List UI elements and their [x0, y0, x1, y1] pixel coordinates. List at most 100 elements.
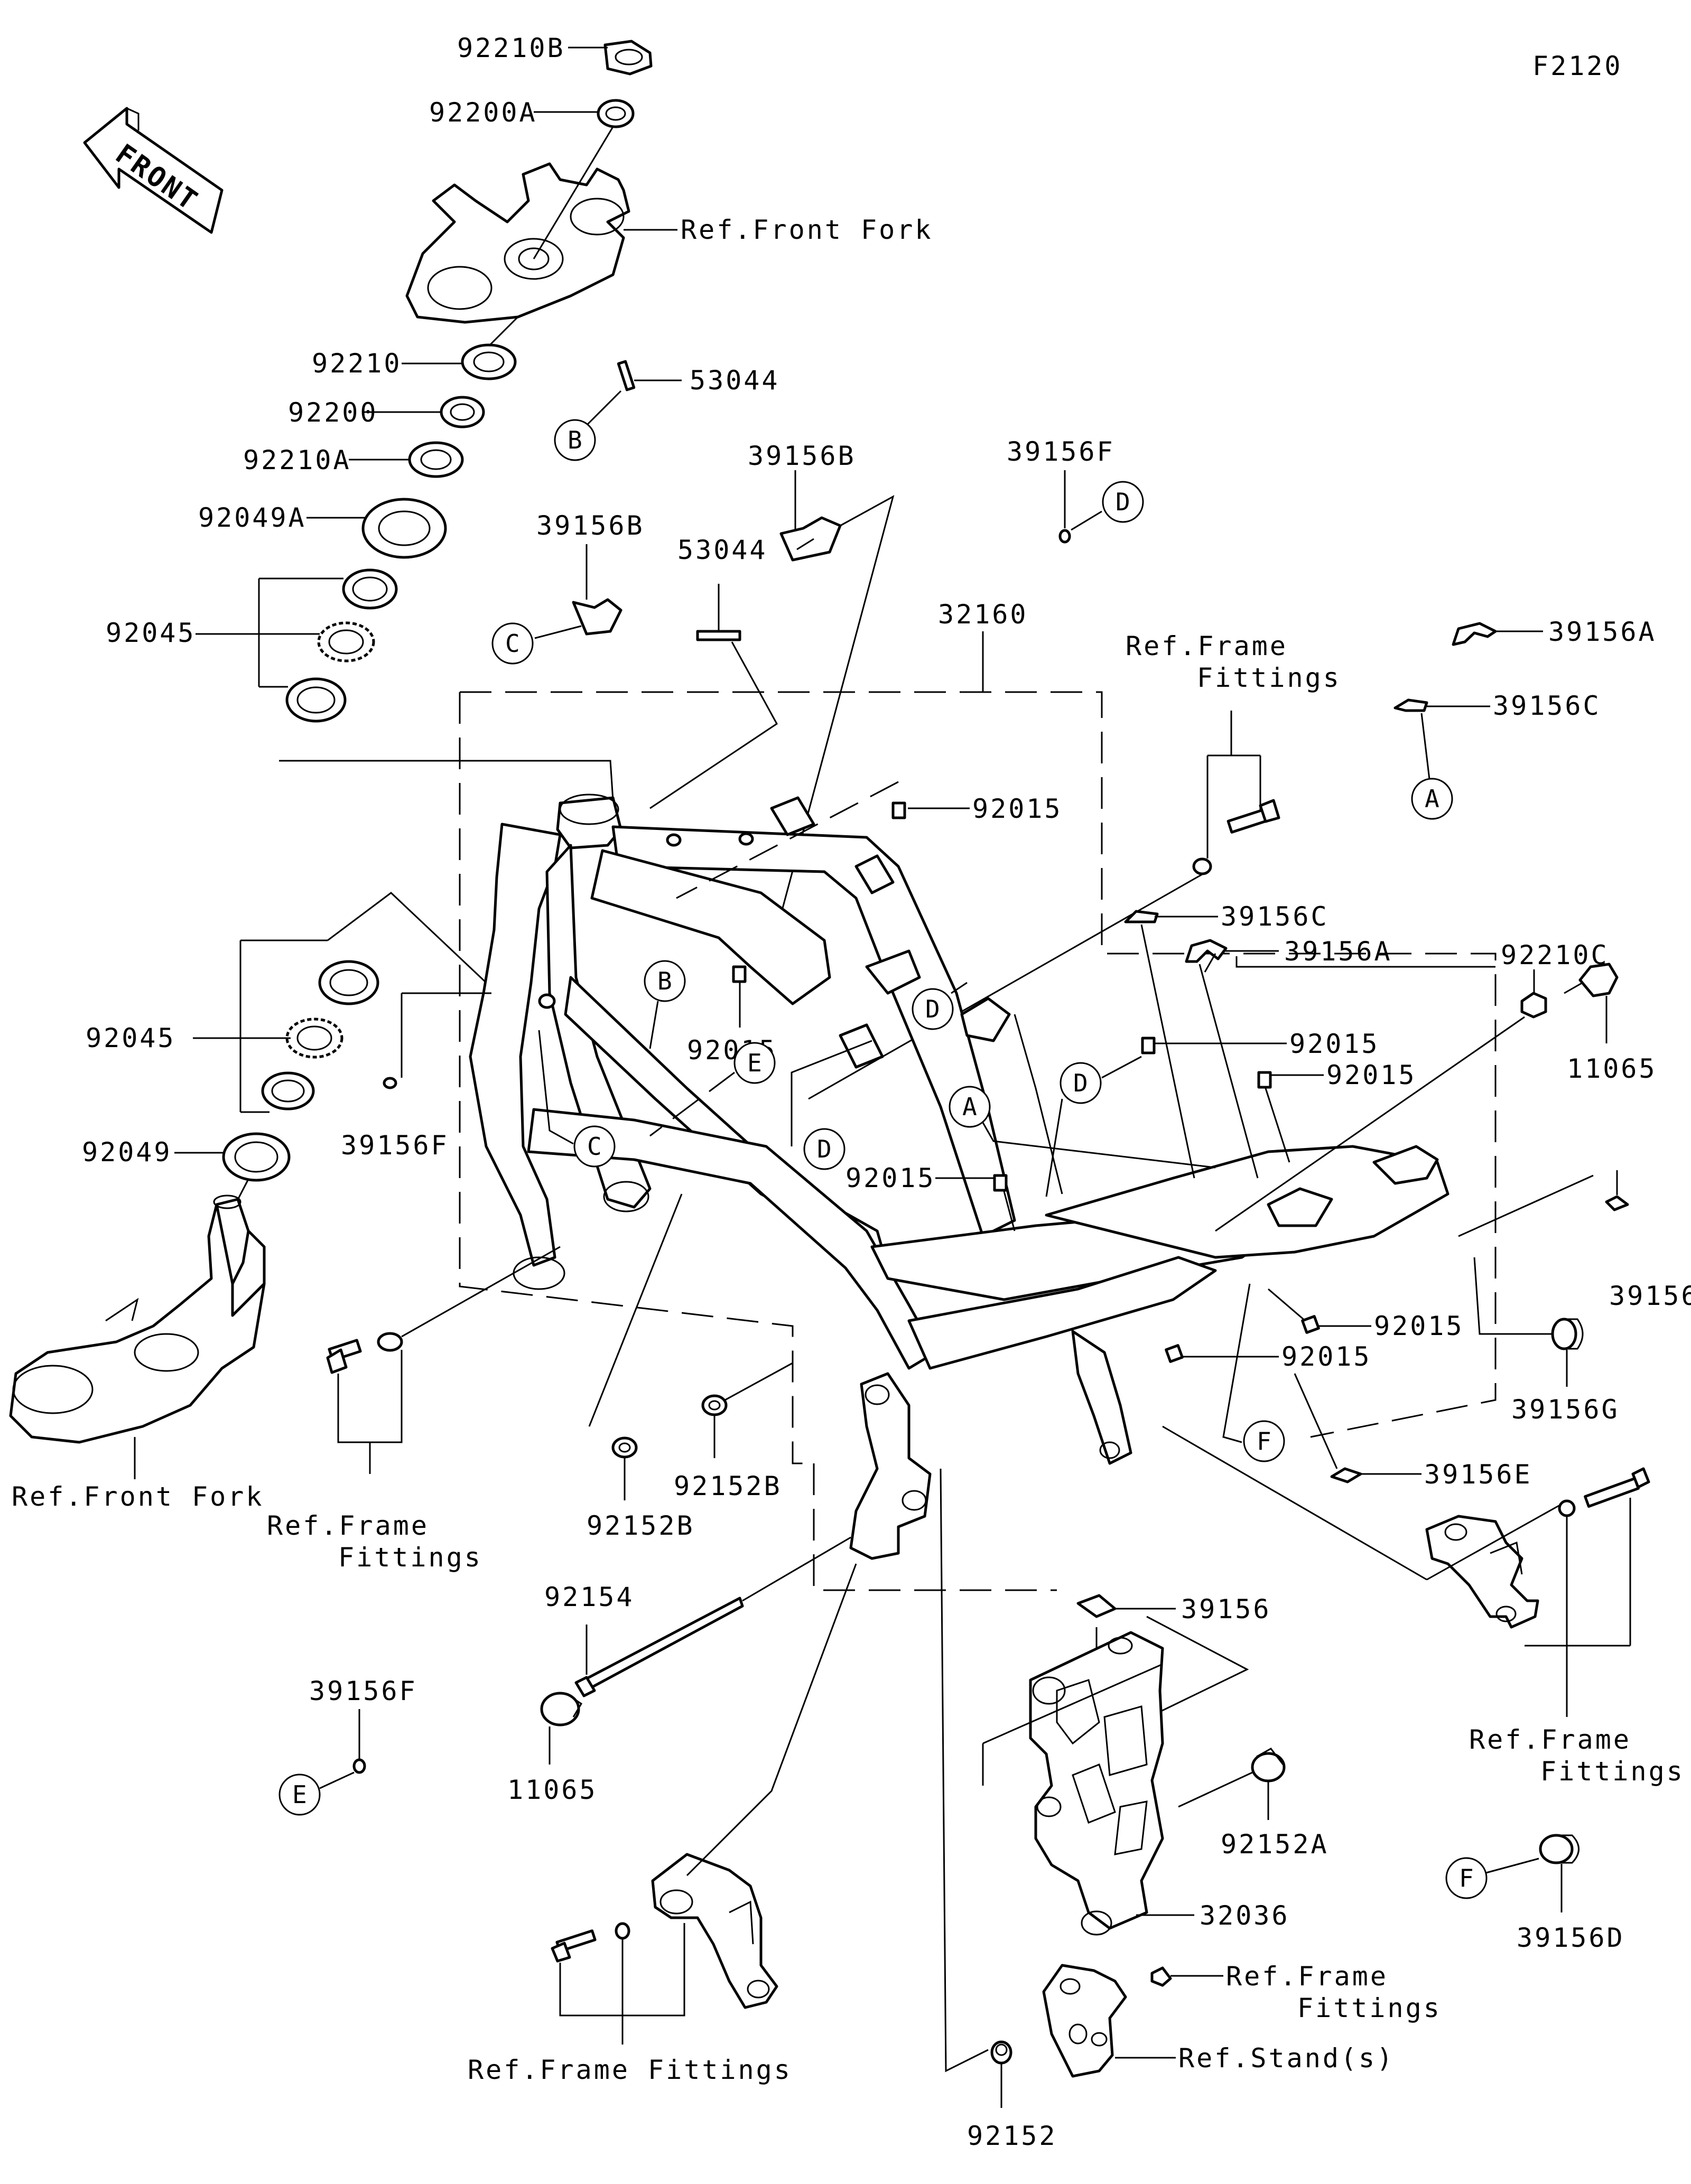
steering-lower-bearings — [193, 892, 487, 1113]
label-92210b: 92210B — [457, 33, 565, 63]
label-ref-frame-fittings-5: Ref.Frame Fittings — [468, 2055, 792, 2085]
seal-92049 — [222, 1132, 291, 1182]
washer-92200 — [440, 396, 485, 428]
bolt-92015-g — [1165, 1344, 1279, 1363]
cap-11065-bottom — [540, 1692, 583, 1765]
pad-39156e-right — [1458, 1170, 1629, 1237]
bushing-39156d — [1485, 1834, 1579, 1912]
callout-d-mid-2: D — [791, 1040, 872, 1170]
bolt-92015-a — [676, 781, 970, 899]
callout-a-mid: A — [949, 1086, 1216, 1169]
label-39156a-mid: 39156A — [1284, 936, 1392, 967]
callout-b-top: B — [554, 419, 596, 461]
label-ref-front-fork-bottom: Ref.Front Fork — [12, 1481, 264, 1512]
callout-c-mid: C — [538, 1030, 616, 1168]
label-92152a: 92152A — [1221, 1829, 1329, 1860]
label-11065-bottom: 11065 — [507, 1775, 598, 1805]
label-ref-stands: Ref.Stand(s) — [1178, 2043, 1395, 2074]
label-39156c-mid: 39156C — [1221, 901, 1329, 932]
bolt-92015-d — [1257, 1071, 1324, 1163]
label-39156a-right: 39156A — [1548, 617, 1657, 647]
svg-text:D: D — [925, 995, 940, 1023]
svg-text:C: C — [505, 629, 520, 658]
label-92015-c: 92015 — [1289, 1029, 1380, 1059]
label-92015-g: 92015 — [1281, 1341, 1372, 1372]
ref-frame-fittings-bottom-left-group — [551, 1563, 857, 2045]
label-ref-frame-fittings-2a: Ref.Frame — [267, 1510, 429, 1541]
steering-leaders — [196, 46, 677, 841]
stand-bracket-group — [940, 1468, 1223, 2108]
svg-text:D: D — [817, 1135, 832, 1163]
collar-92152a — [1178, 1748, 1286, 1820]
svg-text:D: D — [1116, 488, 1130, 516]
label-92154: 92154 — [544, 1582, 635, 1612]
bolt-92015-c — [1141, 1037, 1287, 1054]
pad-39156c-mid — [1124, 910, 1218, 1179]
bolt-92015-e — [935, 1174, 1016, 1231]
label-39156b-top: 39156B — [748, 441, 856, 471]
label-92200a: 92200A — [429, 97, 537, 128]
label-32160: 32160 — [938, 599, 1028, 630]
main-frame-32160 — [469, 794, 1450, 1560]
label-39156f-top: 39156F — [1007, 436, 1115, 467]
label-92015-e: 92015 — [846, 1163, 936, 1193]
label-92015-d: 92015 — [1326, 1060, 1417, 1090]
pin-53044-mid — [649, 584, 778, 809]
callout-f-mid: F — [1222, 1283, 1285, 1462]
bearing-race-92045-upper-2 — [285, 677, 347, 723]
clip-39156b-left — [534, 544, 622, 639]
steering-stem-parts — [285, 40, 653, 723]
svg-text:A: A — [962, 1093, 977, 1121]
clip-39156b-top — [776, 470, 895, 930]
bolt-92015-b — [732, 965, 747, 1028]
clip-39156a-right — [1452, 622, 1543, 646]
bearing-92045-upper — [317, 621, 375, 662]
bearing-92045-lower — [285, 1018, 343, 1059]
svg-text:C: C — [587, 1132, 602, 1161]
label-92152b-a: 92152B — [587, 1510, 695, 1541]
collar-92152b-a — [588, 1193, 683, 1500]
frame-32160-bracket — [459, 631, 1497, 1591]
label-ref-front-fork-top: Ref.Front Fork — [681, 214, 933, 245]
nut-92210 — [461, 343, 517, 380]
callout-e-bottom: E — [278, 1774, 321, 1816]
label-92210c: 92210C — [1501, 940, 1609, 970]
label-92210a: 92210A — [243, 445, 351, 475]
label-39156g: 39156G — [1511, 1394, 1620, 1425]
label-39156: 39156 — [1181, 1594, 1271, 1625]
bolt-11065-right — [1564, 963, 1619, 1043]
nut-92210a — [408, 441, 464, 478]
svg-text:F: F — [1257, 1427, 1271, 1455]
label-53044-top: 53044 — [690, 365, 780, 396]
nut-92210c — [1215, 969, 1547, 1232]
bearing-race-92045-lower-2 — [261, 1071, 315, 1110]
ref-frame-fittings-left-group — [326, 1246, 561, 1474]
bearing-race-92045-upper — [342, 568, 398, 610]
callout-c-left: C — [491, 622, 534, 665]
label-92045-mid: 92045 — [86, 1023, 176, 1053]
washer-92200a — [597, 99, 635, 128]
label-39156f-bottom: 39156F — [309, 1676, 417, 1706]
svg-text:F: F — [1459, 1864, 1474, 1892]
callout-a-right: A — [1411, 778, 1453, 820]
pad-39156c-right — [1393, 698, 1490, 780]
ref-frame-fittings-right-group — [1162, 1425, 1650, 1717]
label-39156d: 39156D — [1517, 1922, 1625, 1953]
lower-triple-clamp — [9, 1132, 291, 1479]
svg-text:B: B — [657, 967, 672, 995]
callout-f-bottom: F — [1445, 1857, 1488, 1899]
pad-39156 — [1076, 1594, 1176, 1654]
label-ref-frame-fittings-1a: Ref.Frame — [1126, 631, 1288, 661]
label-39156e-right: 39156E — [1609, 1281, 1691, 1311]
grommet-39156f-top — [1058, 470, 1102, 544]
clip-39156a-mid — [1185, 939, 1495, 1179]
bolt-92154 — [574, 1536, 851, 1697]
label-32036: 32036 — [1200, 1900, 1290, 1931]
label-ref-frame-fittings-3a: Ref.Frame — [1469, 1724, 1631, 1755]
label-39156f-mid: 39156F — [341, 1130, 449, 1161]
svg-text:A: A — [1425, 785, 1439, 813]
label-ref-frame-fittings-2b: Fittings — [338, 1542, 482, 1573]
label-ref-frame-fittings-4a: Ref.Frame — [1226, 1961, 1388, 1992]
label-ref-frame-fittings-4b: Fittings — [1297, 1993, 1442, 2023]
